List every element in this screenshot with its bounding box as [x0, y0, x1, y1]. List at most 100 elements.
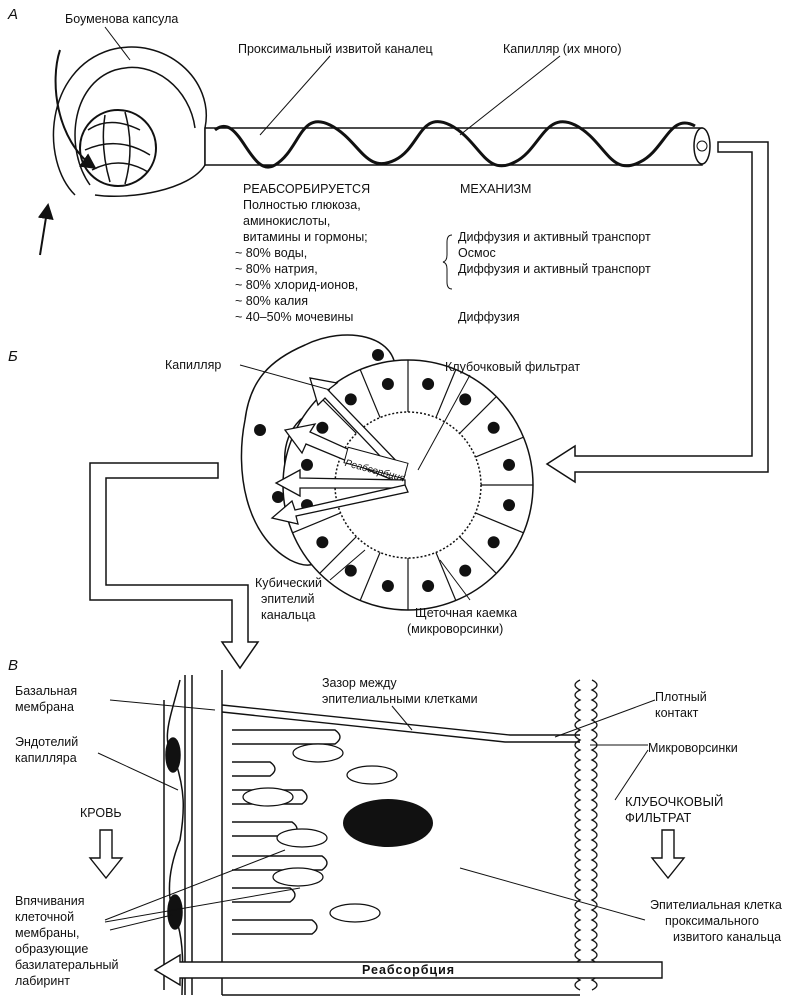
- epithelial-cell: [221, 704, 580, 996]
- cell-boundary: [475, 512, 524, 534]
- reabsorbed-item: ~ 80% калия: [235, 294, 309, 308]
- basal-membrane-label: Базальная: [15, 684, 78, 698]
- panel-c-leaders: [97, 699, 656, 931]
- tight-junction-label: контакт: [655, 706, 699, 720]
- bowman-capsule-label: Боуменова капсула: [65, 12, 179, 26]
- gap-label: эпителиальными клетками: [322, 692, 478, 706]
- afferent-arrow: [54, 49, 97, 170]
- leader-tubule: [259, 55, 331, 136]
- epithelial-cell-label: Эпителиальная клетка: [650, 898, 782, 912]
- epithelium-label: эпителий: [261, 592, 315, 606]
- cell-boundary: [459, 396, 497, 434]
- cell-boundary: [292, 512, 341, 534]
- epithelium-label: Кубический: [255, 576, 322, 590]
- cell-nucleus: [316, 421, 329, 434]
- mitochondria: [242, 743, 398, 923]
- tubule-label: Проксимальный извитой каналец: [238, 42, 433, 56]
- leader-capillary: [459, 55, 561, 136]
- invaginations-label: мембраны,: [15, 926, 80, 940]
- tight-junction-label: Плотный: [655, 690, 707, 704]
- cell-nucleus: [487, 421, 500, 434]
- reabsorbed-header: РЕАБСОРБИРУЕТСЯ: [243, 182, 371, 196]
- section-label-a: А: [8, 6, 19, 23]
- inflow-arrow: [37, 203, 54, 256]
- leader-epithelium-b: [329, 549, 366, 581]
- cell-nucleus: [487, 536, 500, 549]
- capillary-label: Капилляр (их много): [503, 42, 622, 56]
- cell-nucleus: [381, 580, 394, 593]
- section-label-b: Б: [8, 348, 18, 365]
- cell-boundary: [359, 369, 381, 418]
- cell-nucleus: [422, 377, 435, 390]
- blood-label: КРОВЬ: [80, 806, 122, 820]
- filtrate-arrow: [650, 829, 686, 880]
- basal-membrane-label: мембрана: [15, 700, 74, 714]
- reabsorption-bar: [153, 953, 663, 987]
- blood-arrow: [88, 829, 124, 880]
- cell-nucleus: [316, 536, 329, 549]
- brush-label: Щеточная каемка: [415, 606, 518, 620]
- cell-boundary: [475, 436, 524, 458]
- brace: [442, 234, 453, 290]
- bowman-capsule: [52, 46, 207, 197]
- tubule-cross-section: [282, 359, 534, 611]
- cell-nucleus: [503, 458, 516, 471]
- connector-arrow-ab: [545, 141, 769, 484]
- mechanism-item: Осмос: [458, 246, 496, 260]
- cell-boundary: [435, 552, 457, 601]
- brush-label: (микроворсинки): [407, 622, 504, 636]
- section-label-c: В: [8, 657, 19, 674]
- epithelium-label: канальца: [261, 608, 316, 622]
- mechanism-item: Диффузия и активный транспорт: [458, 230, 651, 244]
- cell-nucleus: [503, 499, 516, 512]
- capillary-wall: [163, 670, 223, 996]
- reabsorbed-item: Полностью глюкоза,: [243, 198, 361, 212]
- mechanism-header: МЕХАНИЗМ: [460, 182, 532, 196]
- connector-arrow-bc: [89, 462, 260, 670]
- reabsorbed-item: витамины и гормоны;: [243, 230, 368, 244]
- cell-boundary: [359, 552, 381, 601]
- cell-nucleus: [381, 377, 394, 390]
- reabsorption-tag-b: [343, 446, 409, 480]
- cell-nucleus: [344, 564, 357, 577]
- capillary-spiral: [214, 120, 696, 169]
- cell-boundary: [435, 369, 457, 418]
- endothelium-label: капилляра: [15, 751, 77, 765]
- reabsorbed-item: ~ 40–50% мочевины: [235, 310, 354, 324]
- cell-boundary: [319, 396, 357, 434]
- reabsorbed-item: ~ 80% воды,: [235, 246, 308, 260]
- invaginations-label: Впячивания: [15, 894, 85, 908]
- leader-bowman: [104, 26, 131, 61]
- cell-nucleus: [459, 564, 472, 577]
- reabsorption-c-label: Реабсорбция: [362, 963, 456, 977]
- leader-capillary-b: [239, 364, 331, 391]
- reabsorbed-item: аминокислоты,: [243, 214, 331, 228]
- cell-boundary: [459, 536, 497, 574]
- invaginations-label: базилатеральный: [15, 958, 119, 972]
- cell-boundary: [319, 536, 357, 574]
- epithelial-cell-label: проксимального: [665, 914, 759, 928]
- invaginations-label: клеточной: [15, 910, 75, 924]
- mechanism-item: Диффузия: [458, 310, 520, 324]
- reabsorbed-item: ~ 80% натрия,: [235, 262, 318, 276]
- cell-nucleus: [422, 580, 435, 593]
- reabsorbed-item: ~ 80% хлорид-ионов,: [235, 278, 359, 292]
- capillary-b-label: Капилляр: [165, 358, 222, 372]
- cell-nucleus: [300, 458, 313, 471]
- epithelial-cell-label: извитого канальца: [673, 930, 782, 944]
- endothelium-label: Эндотелий: [15, 735, 79, 749]
- microvilli-label: Микроворсинки: [648, 741, 738, 755]
- gap-label: Зазор между: [322, 676, 397, 690]
- invaginations-label: лабиринт: [15, 974, 70, 988]
- filtrate-c-label: КЛУБОЧКОВЫЙ: [625, 794, 724, 809]
- cell-nucleus: [459, 393, 472, 406]
- filtrate-c-label: ФИЛЬТРАТ: [625, 810, 692, 825]
- leader-brush-b: [439, 559, 471, 601]
- microvilli: [574, 679, 598, 991]
- leader-filtrate-b: [417, 374, 471, 471]
- nucleus: [343, 799, 433, 847]
- cell-nucleus: [344, 393, 357, 406]
- invaginations-label: образующие: [15, 942, 89, 956]
- filtrate-b-label: Клубочковый фильтрат: [445, 360, 581, 374]
